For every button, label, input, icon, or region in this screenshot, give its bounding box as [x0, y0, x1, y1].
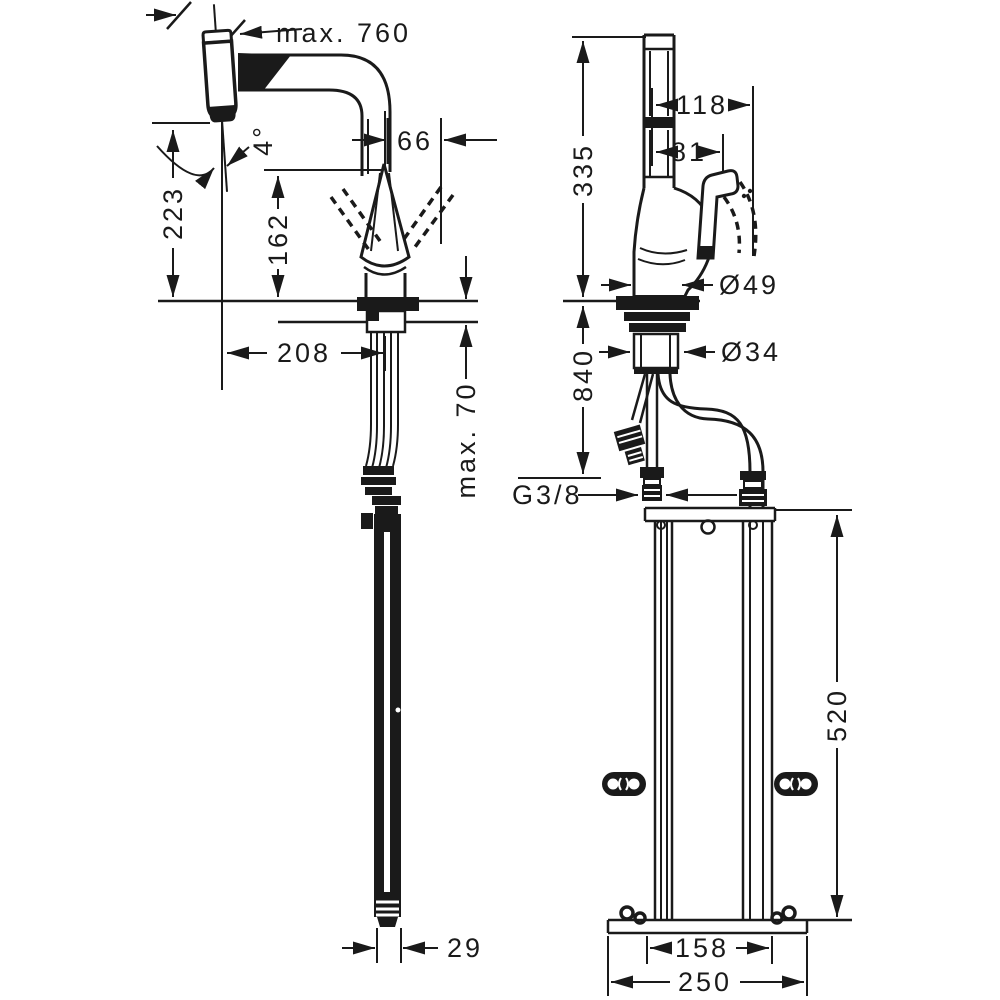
dim-158: 158 — [646, 933, 773, 964]
hoses-right — [613, 373, 767, 508]
dim-label-520: 520 — [822, 688, 852, 742]
dim-label-dia-34: Ø34 — [721, 337, 781, 367]
dim-dia-34: Ø34 — [599, 337, 781, 367]
hoses-left — [361, 332, 399, 495]
dim-label-dia-49: Ø49 — [719, 270, 779, 300]
pullout-hose-weight — [361, 496, 401, 927]
dim-label-66: 66 — [397, 126, 433, 156]
handle-range-dashed — [329, 185, 455, 252]
dim-label-g38: G3/8 — [512, 480, 583, 510]
dim-840: 840 — [518, 306, 601, 479]
right-view: 335 840 118 81 Ø49 — [512, 33, 852, 997]
mounting-clip-left — [602, 772, 646, 796]
dim-label-angle: 4° — [248, 124, 278, 156]
dim-118: 118 — [651, 86, 754, 256]
dim-label-81: 81 — [671, 137, 707, 167]
dim-label-335: 335 — [568, 143, 598, 197]
dim-dia-49: Ø49 — [601, 270, 779, 300]
dim-label-162: 162 — [263, 212, 293, 266]
spray-head — [201, 4, 238, 192]
dim-max-760: max. 760 — [146, 1, 411, 48]
dim-max-70: max. 70 — [451, 256, 481, 499]
dim-label-max-70: max. 70 — [451, 381, 481, 498]
dim-335: 335 — [568, 36, 646, 297]
dim-66: 66 — [352, 118, 497, 244]
dim-label-29: 29 — [447, 933, 483, 963]
dim-223: 223 — [152, 122, 210, 297]
dim-label-158: 158 — [675, 933, 729, 963]
dim-29: 29 — [342, 928, 483, 963]
dim-label-840: 840 — [568, 348, 598, 402]
dim-g38: G3/8 — [512, 480, 737, 510]
faucet-base-right — [616, 296, 699, 374]
dim-label-118: 118 — [676, 90, 728, 120]
left-view: max. 760 4° — [146, 1, 497, 963]
faucet-base-left — [357, 297, 419, 334]
dim-250: 250 — [607, 936, 808, 997]
handle — [696, 169, 758, 260]
mounting-clip-right — [774, 772, 818, 796]
dim-162: 162 — [263, 169, 383, 297]
dim-208: 208 — [227, 336, 386, 371]
dim-label-208: 208 — [277, 338, 331, 368]
dim-label-250: 250 — [678, 967, 732, 997]
mounting-box — [602, 506, 852, 935]
spout — [238, 53, 411, 298]
dim-label-223: 223 — [158, 186, 188, 240]
dim-label-max-760: max. 760 — [276, 18, 411, 48]
dim-angle: 4° — [156, 124, 278, 190]
dim-520: 520 — [775, 509, 852, 917]
dim-81: 81 — [656, 134, 724, 173]
